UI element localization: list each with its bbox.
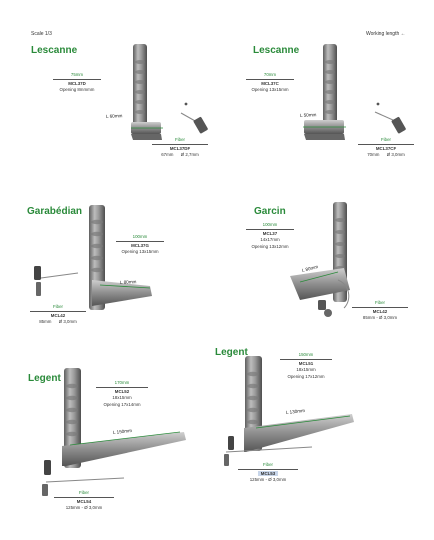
laryngoscope-garcin-37 (290, 202, 350, 317)
fiber-code: MCL42 (50, 313, 66, 319)
spec-card-4: 100mm MCL37 14x17mm Opening 13x12mm (246, 222, 294, 250)
spec-length: 75mm (70, 72, 84, 77)
spec-opening: Opening 13x15mm (121, 249, 159, 255)
spec-code: MCL37 (262, 231, 278, 237)
fiber-spec: 85mm Ø 3,0mm (39, 319, 77, 325)
spec-card-6: 150mm MCL51 18x15mm Opening 17x12mm (280, 352, 332, 380)
fiber-spec: 67mm Ø 2,7mm (161, 152, 199, 158)
fiber-heading: Fiber (78, 490, 89, 495)
laryngoscope-legent-51 (224, 356, 354, 466)
laryngoscope-garabedian-37g (34, 205, 152, 310)
title-garcin: Garcin (254, 206, 286, 217)
fiber-card-2: Fiber MCL37CF 70mm Ø 3,0mm (358, 137, 414, 159)
fiber-code: MCL37CF (375, 146, 397, 152)
fiber-card-3: Fiber MCL42 85mm Ø 3,0mm (30, 304, 86, 326)
laryngoscope-legent-52 (42, 368, 186, 496)
spec-opening: 18x15mm Opening 17x12mm (287, 367, 325, 379)
spec-code: MCL52 (114, 389, 130, 395)
title-garabedian: Garabédian (27, 206, 83, 217)
spec-card-3: 100mm MCL37G Opening 13x15mm (116, 234, 164, 256)
working-length-label: Working length ← (366, 31, 406, 37)
blade-length-label: L 50mm (299, 112, 317, 118)
spec-card-5: 170mm MCL52 18x15mm Opening 17x14mm (96, 380, 148, 408)
spec-length: 150mm (298, 352, 314, 357)
fiber-card-5: Fiber MCL54 125mm - Ø 3,0mm (54, 490, 114, 512)
spec-opening: 18x15mm Opening 17x14mm (103, 395, 141, 407)
fiber-heading: Fiber (52, 304, 63, 309)
title-lescanne-1: Lescanne (31, 45, 78, 56)
spec-length: 100mm (262, 222, 278, 227)
fiber-code: MCL54 (76, 499, 92, 505)
title-legent-1: Legent (28, 373, 61, 384)
fiber-spec: 70mm Ø 3,0mm (367, 152, 405, 158)
spec-code: MCL37C (261, 81, 279, 87)
fiber-heading: Fiber (262, 462, 273, 467)
laryngoscope-lescanne-37c (303, 44, 406, 140)
fiber-spec: 125mm - Ø 3,0mm (65, 505, 103, 511)
spec-code: MCL37D (68, 81, 86, 87)
blade-length-label: L 60mm (105, 113, 123, 119)
title-lescanne-2: Lescanne (253, 45, 300, 56)
spec-length: 170mm (114, 380, 130, 385)
fiber-heading: Fiber (174, 137, 185, 142)
fiber-card-1: Fiber MCL37DF 67mm Ø 2,7mm (152, 137, 208, 159)
spec-length: 100mm (132, 234, 148, 239)
blade-length-label: L 80mm (119, 279, 137, 285)
spec-opening: 14x17mm Opening 13x12mm (251, 237, 289, 249)
spec-opening: Opening 8mmmm (59, 87, 95, 93)
fiber-spec: 125mm - Ø 3,0mm (249, 477, 287, 483)
fiber-spec: 85mm - Ø 3,0mm (362, 315, 398, 321)
fiber-code-highlighted: MCL53 (257, 471, 279, 477)
spec-card-1: 75mm MCL37D Opening 8mmmm (53, 72, 101, 94)
spec-code: MCL51 (298, 361, 314, 367)
spec-card-2: 70mm MCL37C Opening 13x15mm (246, 72, 294, 94)
laryngoscope-lescanne-37d (131, 44, 208, 140)
spec-code: MCL37G (131, 243, 149, 249)
spec-length: 70mm (263, 72, 277, 77)
fiber-card-4: Fiber MCL42 85mm - Ø 3,0mm (352, 300, 408, 322)
spec-opening: Opening 13x15mm (251, 87, 289, 93)
fiber-card-6: Fiber MCL53 125mm - Ø 3,0mm (238, 462, 298, 484)
scale-label: Scale 1/3 (31, 31, 52, 37)
fiber-code: MCL42 (372, 309, 388, 315)
fiber-code: MCL37DF (169, 146, 191, 152)
fiber-heading: Fiber (374, 300, 385, 305)
fiber-heading: Fiber (380, 137, 391, 142)
title-legent-2: Legent (215, 347, 248, 358)
